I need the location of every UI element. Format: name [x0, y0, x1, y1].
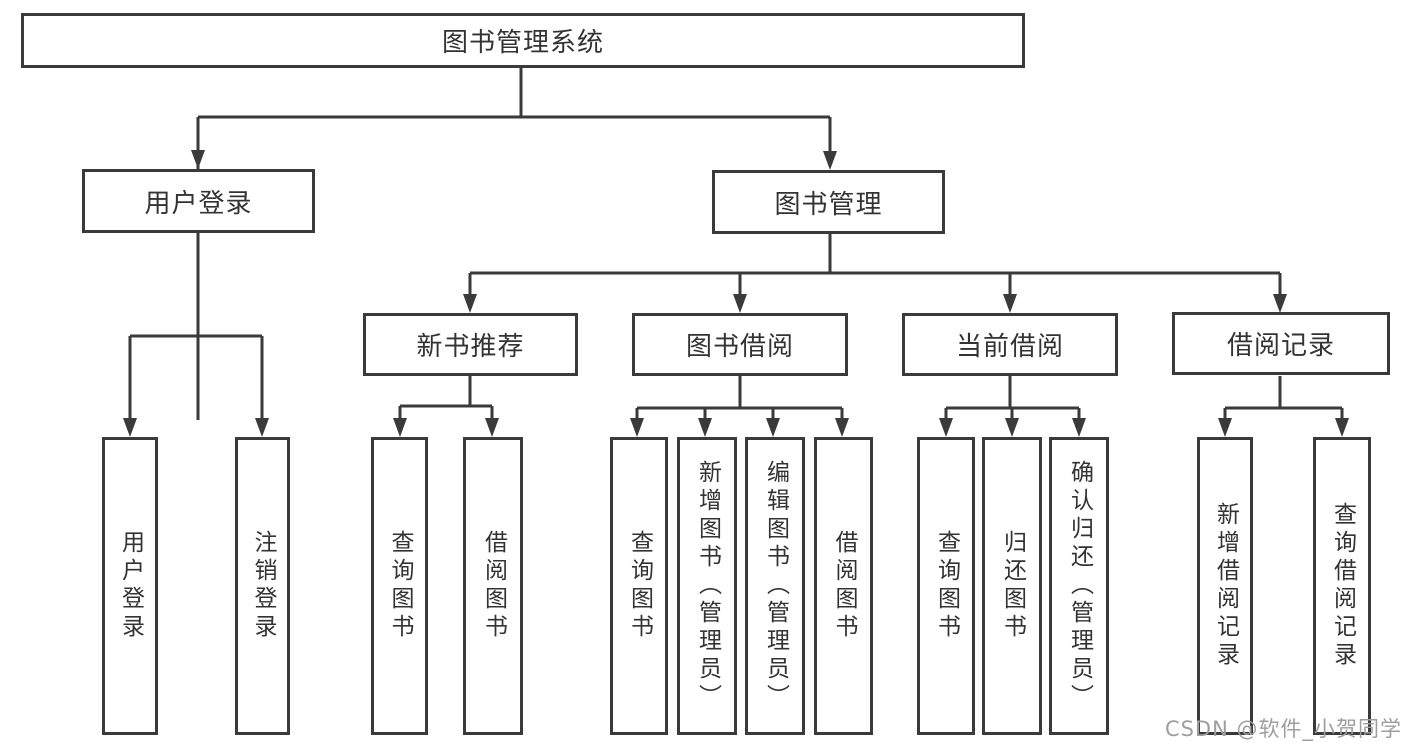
leaf-logout: 注销登录: [235, 437, 290, 735]
leaf-add-book-admin: 新增图书（管理员）: [677, 437, 737, 735]
leaf-borrow-book-recommend: 借阅图书: [463, 437, 523, 735]
leaf-user-login: 用户登录: [102, 437, 158, 735]
connector-current-borrow-children: [944, 376, 1081, 420]
node-book-borrow: 图书借阅: [632, 313, 848, 376]
leaf-edit-book-admin: 编辑图书（管理员）: [745, 437, 805, 735]
arrowheads-level3: [463, 294, 1287, 313]
arrowheads-current-borrow-children: [939, 418, 1086, 437]
leaf-add-borrow-record: 新增借阅记录: [1197, 437, 1253, 735]
connector-book-borrow-children: [635, 376, 844, 420]
leaf-query-book-borrow: 查询图书: [610, 437, 668, 735]
connector-user-login-children: [128, 233, 264, 420]
csdn-watermark: CSDN @软件_小贺同学: [1164, 717, 1402, 741]
arrowheads-book-borrow-children: [630, 418, 849, 437]
leaf-return-book: 归还图书: [982, 437, 1042, 735]
connector-borrow-records-children: [1223, 376, 1344, 420]
connector-book-mgmt-children: [468, 234, 1282, 296]
node-book-management: 图书管理: [712, 170, 945, 234]
node-root-library-system: 图书管理系统: [21, 13, 1025, 68]
leaf-query-book-recommend: 查询图书: [371, 437, 428, 735]
arrowheads-level2: [191, 150, 837, 170]
leaf-query-borrow-record: 查询借阅记录: [1313, 437, 1371, 735]
arrowheads-borrow-records-children: [1218, 418, 1349, 437]
leaf-query-book-current: 查询图书: [917, 437, 975, 735]
leaf-borrow-book: 借阅图书: [814, 437, 873, 735]
node-user-login: 用户登录: [82, 169, 315, 233]
leaf-confirm-return-admin: 确认归还（管理员）: [1049, 437, 1109, 735]
node-borrow-records: 借阅记录: [1172, 312, 1390, 375]
arrowheads-user-login-children: [123, 418, 269, 437]
arrowheads-new-book-children: [393, 418, 499, 437]
connector-new-book-children: [398, 376, 494, 420]
node-new-book-recommend: 新书推荐: [363, 313, 578, 376]
node-current-borrow: 当前借阅: [902, 313, 1118, 376]
